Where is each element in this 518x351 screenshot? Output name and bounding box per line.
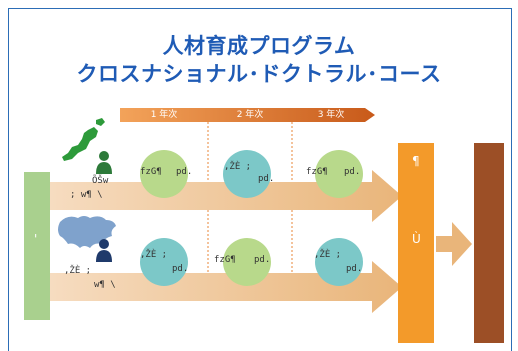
row1-person-text-1: ÕŠw: [92, 176, 109, 186]
row2-circle-2-main: fzG¶: [214, 255, 236, 265]
year-label-3: 3 年次: [317, 110, 345, 120]
person-head-2: [99, 239, 109, 249]
person-head-1: [99, 151, 109, 161]
person-body-1: [96, 162, 112, 174]
row2-circle-1-sub: pd.: [172, 264, 189, 274]
row1-arrow: [50, 170, 402, 222]
row2-circle-1-main: ,ŽÈ ;: [140, 250, 168, 260]
row1-circle-2: [223, 150, 271, 198]
program-title: 人材育成プログラム: [162, 34, 356, 58]
person-body-2: [96, 250, 112, 262]
row2-circle-2: [223, 238, 271, 286]
row1-circle-1-sub: pd.: [176, 167, 193, 177]
row1-circle-1: [140, 150, 188, 198]
orange-column-text-1: ¶: [412, 154, 420, 168]
row2-circle-3: [315, 238, 363, 286]
left-bar-text: ': [34, 232, 38, 246]
brown-column: [474, 143, 504, 343]
row1-circle-3-sub: pd.: [344, 167, 361, 177]
year-label-2: 2 年次: [236, 110, 264, 120]
row1-circle-3: [315, 150, 363, 198]
row1-circle-2-main: ,ŽÈ ;: [224, 162, 252, 172]
row1-circle-3-main: fzG¶: [306, 167, 328, 177]
orange-column: [398, 143, 434, 343]
row2-circle-1: [140, 238, 188, 286]
row1-person-text-2: ; w¶ \: [70, 190, 103, 200]
left-bar: [24, 172, 50, 320]
row2-arrow: [50, 261, 402, 313]
row2-person-text-2: w¶ \: [94, 280, 116, 290]
middle-arrow: [436, 222, 472, 266]
year-label-1: 1 年次: [150, 110, 178, 120]
program-subtitle: クロスナショナル･ドクトラル･コース: [76, 62, 442, 86]
japan-island-icon: [96, 118, 105, 126]
row2-person-text-1: ,ŽÈ ;: [64, 266, 92, 276]
row2-circle-3-main: ,ŽÈ ;: [314, 250, 342, 260]
japan-map-icon: [62, 127, 98, 161]
orange-column-text-2: Ù: [412, 232, 421, 246]
row1-circle-2-sub: pd.: [258, 174, 275, 184]
year-timeline-bar: [120, 108, 375, 122]
row2-circle-2-sub: pd.: [254, 255, 271, 265]
row1-circle-1-main: fzG¶: [140, 167, 162, 177]
row2-circle-3-sub: pd.: [346, 264, 363, 274]
